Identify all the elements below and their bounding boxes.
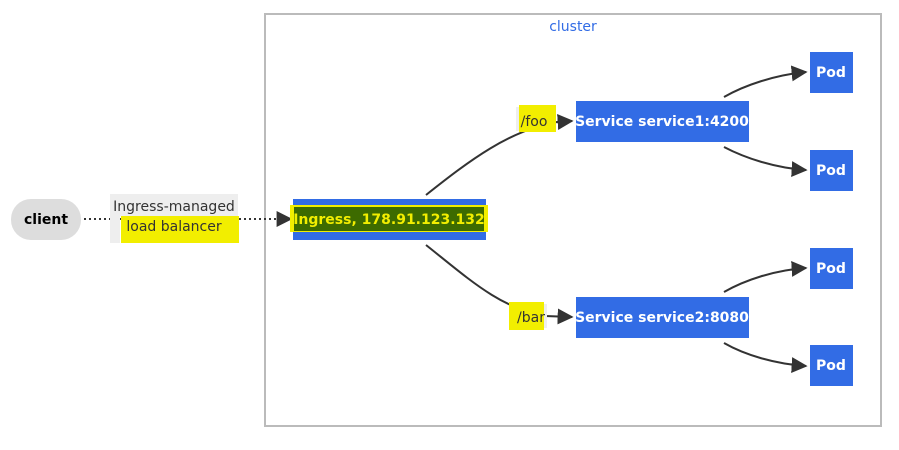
edge-service2-to-pod4 [723,342,808,374]
edge-service2-to-pod3 [723,260,808,293]
ingress-text-bg [294,207,484,231]
edge-service1-to-pod1 [723,65,808,98]
route-foo-label: /foo [521,114,548,130]
route-bar-label: /bar [517,310,545,326]
cluster-title: cluster [549,19,597,35]
service2-node [576,297,749,338]
load-balancer-label-line1: Ingress-managed [113,199,235,215]
route-foo-highlight [519,105,556,132]
service2-label: Service service2:8080 [575,310,749,326]
edge-service1-to-pod2 [723,146,808,178]
ingress-label: Ingress, 178.91.123.132 [293,212,485,228]
client-node [11,199,81,240]
load-balancer-highlight [121,216,239,243]
load-balancer-label-bg-2 [110,216,120,243]
pod3-node [810,248,853,289]
service1-node [576,101,749,142]
route-bar-highlight [509,302,544,330]
pod1-node [810,52,853,93]
pod4-label: Pod [816,358,846,374]
load-balancer-label-line2: load balancer [126,219,221,235]
load-balancer-label-bg [110,194,238,216]
pod1-label: Pod [816,65,846,81]
pod3-label: Pod [816,261,846,277]
client-label: client [24,212,68,228]
pod4-node [810,345,853,386]
pod2-label: Pod [816,163,846,179]
service1-label: Service service1:4200 [575,114,749,130]
pod2-node [810,150,853,191]
